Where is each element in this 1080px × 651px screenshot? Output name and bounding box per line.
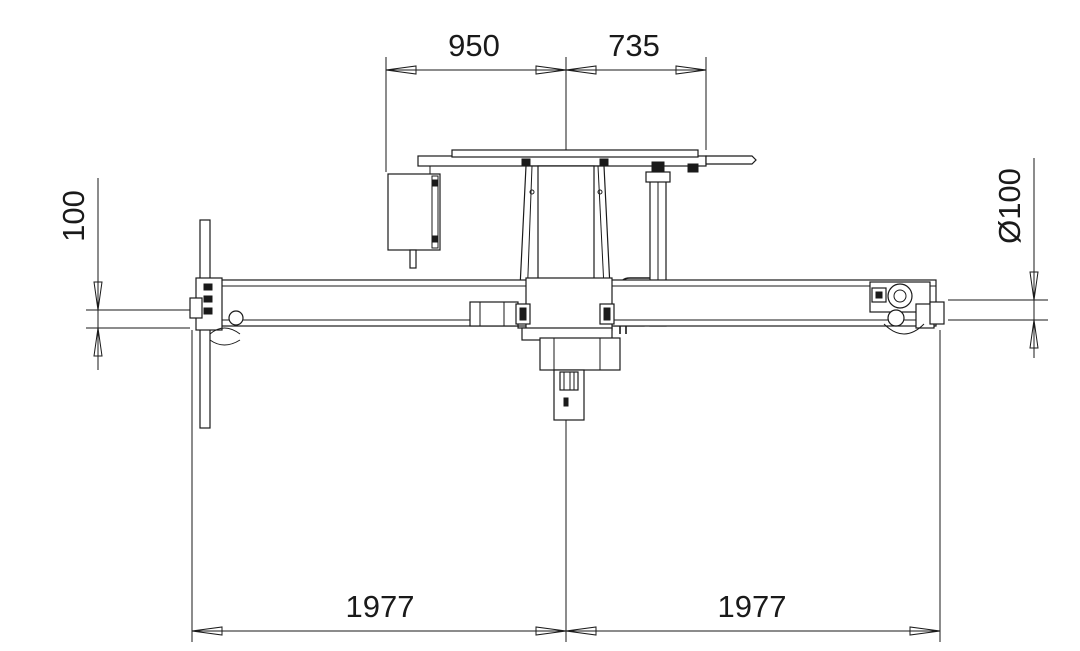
main-beam xyxy=(205,277,937,331)
dimension-bottom: 1977 1977 xyxy=(191,330,941,642)
control-box xyxy=(387,166,441,269)
dimension-label-diameter-100: Ø100 xyxy=(992,168,1027,244)
dimension-label-100: 100 xyxy=(56,190,91,242)
dimension-label-950: 950 xyxy=(448,28,500,63)
dimension-label-735: 735 xyxy=(608,28,660,63)
drive-motor xyxy=(469,301,615,327)
hoist-unit xyxy=(521,327,621,421)
right-end-assembly xyxy=(869,281,945,335)
dimension-label-1977-right: 1977 xyxy=(718,589,787,624)
dimension-top: 950 735 xyxy=(385,28,707,172)
left-end-assembly xyxy=(189,219,244,429)
dimension-right: Ø100 xyxy=(948,158,1048,358)
top-plate xyxy=(417,149,757,173)
dimension-label-1977-left: 1977 xyxy=(346,589,415,624)
dimension-left: 100 xyxy=(56,178,190,370)
